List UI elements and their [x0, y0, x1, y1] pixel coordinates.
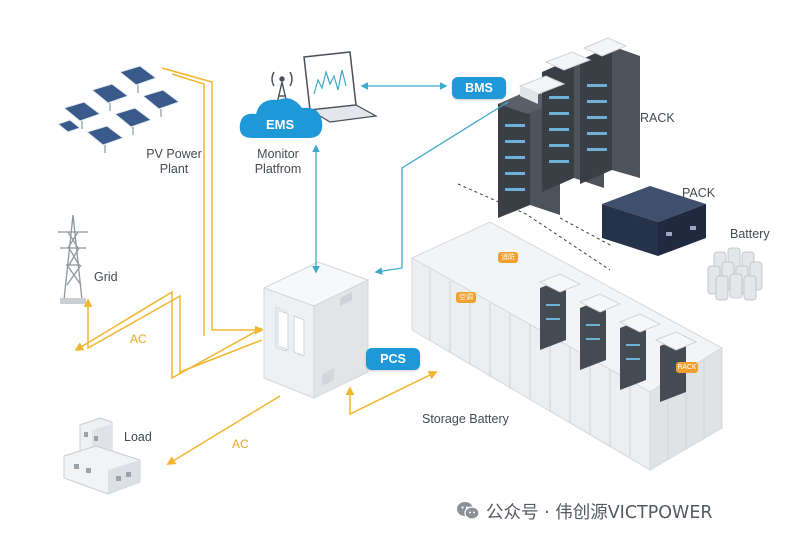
- battery-label: Battery: [730, 227, 770, 241]
- storage-container: [410, 221, 724, 471]
- ac-label-bottom: AC: [232, 437, 249, 451]
- monitor-label-line2: Platfrom: [254, 162, 302, 176]
- container-tag-rack: RACK: [676, 362, 698, 373]
- pcs-cabinet: [262, 261, 370, 399]
- battery-cells: [707, 247, 763, 301]
- pv-plant-label-line2: Plant: [159, 162, 189, 176]
- ems-badge: EMS: [266, 117, 295, 132]
- bms-pcs-link: [374, 101, 509, 275]
- ac-power-lines: [74, 67, 438, 465]
- pv-plant-label: PV Power Plant: [136, 147, 212, 177]
- pv-solar-panels: [56, 65, 181, 153]
- container-tag-fire: 消防: [498, 252, 518, 263]
- rack-label: RACK: [640, 111, 675, 125]
- ac-label-top: AC: [130, 332, 147, 346]
- pv-plant-label-line1: PV Power: [146, 147, 202, 161]
- grid-label: Grid: [94, 270, 118, 284]
- grid-return-line: [83, 294, 263, 374]
- monitor-platform-label: Monitor Platfrom: [238, 147, 318, 177]
- rack-pack-dashed-guide: [457, 183, 613, 271]
- storage-battery-label: Storage Battery: [422, 412, 509, 426]
- pack-module: [602, 186, 706, 256]
- load-buildings-icon: [63, 417, 141, 495]
- grid-tower-icon: [58, 214, 88, 304]
- pcs-to-pv-line: [171, 73, 205, 336]
- ems-cloud-icon: [239, 98, 323, 138]
- monitor-label-line1: Monitor: [257, 147, 299, 161]
- pack-label: PACK: [682, 186, 716, 200]
- pcs-to-load-line: [166, 395, 281, 465]
- rack-cabinets: [498, 37, 640, 218]
- communication-lines: [312, 82, 509, 275]
- pv-to-pcs-line: [161, 67, 264, 335]
- container-tag-aircon: 空调: [456, 292, 476, 303]
- wechat-icon: [457, 502, 480, 520]
- load-label: Load: [124, 430, 152, 444]
- wechat-watermark: 公众号 · 伟创源VICTPOWER: [456, 499, 713, 523]
- pcs-badge: PCS: [366, 348, 420, 370]
- monitor-platform-laptop: [303, 51, 378, 123]
- pcs-to-storage-line: [345, 371, 438, 416]
- bms-badge: BMS: [452, 77, 506, 99]
- watermark-text: 公众号 · 伟创源VICTPOWER: [486, 502, 713, 523]
- grid-to-pcs-line: [74, 290, 263, 380]
